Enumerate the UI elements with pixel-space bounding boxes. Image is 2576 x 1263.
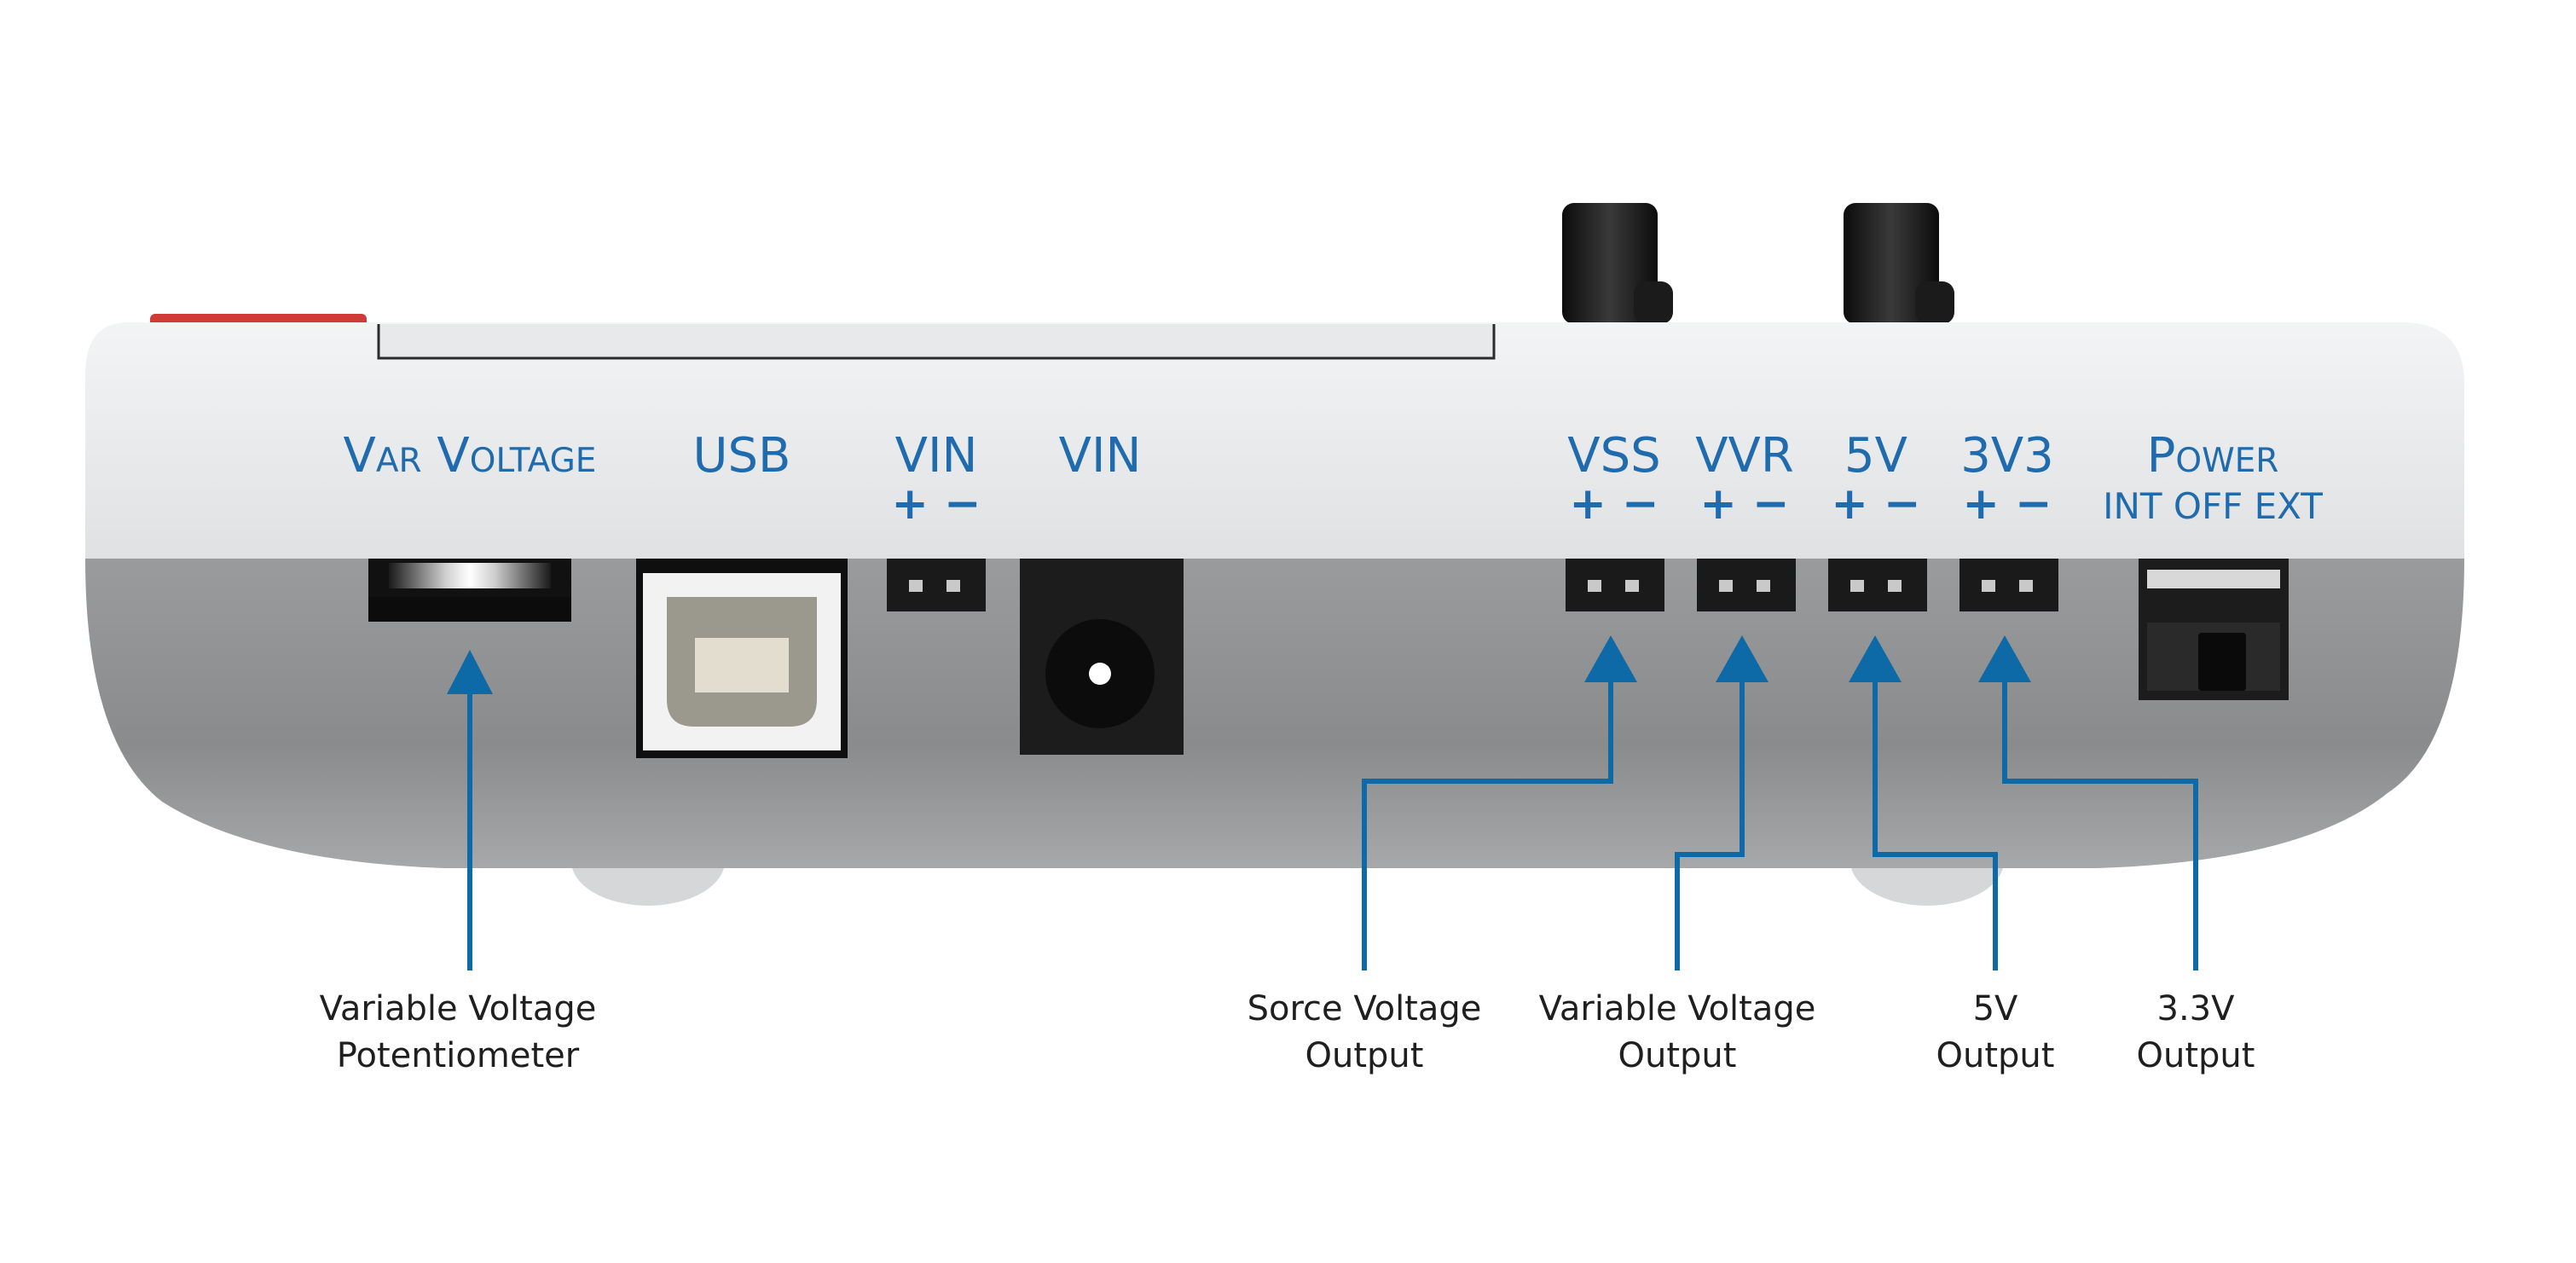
callout-5v-line1: 5V [1973,989,2018,1028]
label-vvr-polarity: + − [1699,478,1789,530]
callout-3v3-line2: Output [2137,1036,2255,1075]
potentiometer[interactable] [368,559,571,622]
callout-5v-line2: Output [1936,1036,2055,1075]
label-usb: USB [693,428,791,484]
usb-b-port[interactable] [636,559,848,758]
label-5v: 5V [1844,428,1907,484]
dc-barrel-jack[interactable] [1020,559,1184,755]
label-vin-header-polarity: + − [891,478,981,530]
label-vin-jack: VIN [1059,428,1142,484]
power-switch[interactable] [2139,559,2289,700]
callout-arrow-potentiometer [447,650,493,970]
label-vin-header: VIN [895,428,978,484]
callout-source-line1: Sorce Voltage [1247,989,1482,1028]
vss-pin-header[interactable] [1566,559,1664,611]
callout-arrow-vvr [1675,635,1768,970]
callout-arrow-5v [1849,635,1998,970]
display-slot [377,324,1496,360]
label-5v-polarity: + − [1831,478,1920,530]
callout-arrow-vss [1362,635,1637,970]
label-var-voltage: Var Voltage [344,428,597,484]
top-knob-right[interactable] [1844,203,1954,324]
vin-pin-header[interactable] [887,559,986,611]
top-knob-left[interactable] [1562,203,1673,324]
callout-source-line2: Output [1305,1036,1424,1075]
callout-variable-line1: Variable Voltage [1539,989,1816,1028]
label-power: Power [2147,428,2279,484]
callout-potentiometer-line1: Variable Voltage [320,989,597,1028]
label-power-positions: INT OFF EXT [2103,485,2323,527]
label-vss: VSS [1567,428,1660,484]
case-top-shell [85,322,2464,559]
label-vss-polarity: + − [1569,478,1658,530]
callout-arrow-3v3 [1978,635,2198,970]
label-3v3-polarity: + − [1962,478,2052,530]
callout-3v3-line1: 3.3V [2157,989,2236,1028]
callout-potentiometer-line2: Potentiometer [337,1036,580,1075]
vvr-pin-header[interactable] [1697,559,1796,611]
5v-pin-header[interactable] [1828,559,1927,611]
label-3v3: 3V3 [1960,428,2054,484]
callout-variable-line2: Output [1618,1036,1737,1075]
label-vvr: VVR [1695,428,1794,484]
3v3-pin-header[interactable] [1959,559,2058,611]
